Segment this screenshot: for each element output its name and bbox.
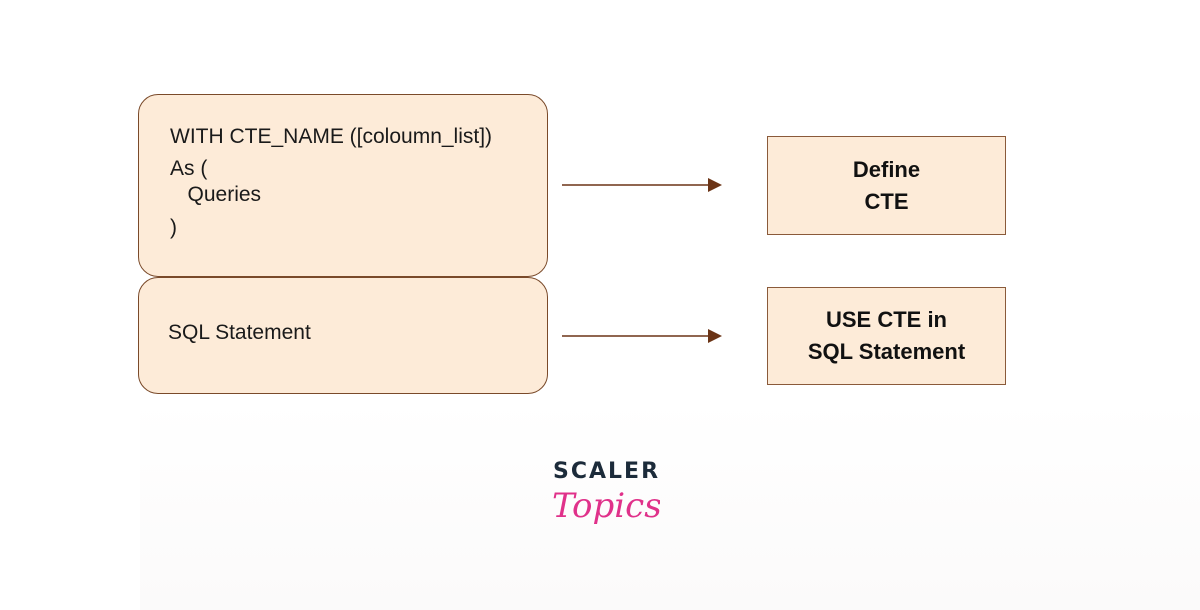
code-line-close: ) xyxy=(170,216,177,239)
code-line-with: WITH CTE_NAME ([coloumn_list]) xyxy=(170,125,493,148)
code-line-queries: Queries xyxy=(170,183,262,206)
arrow-to-define xyxy=(562,178,722,192)
cte-definition-box xyxy=(138,94,548,277)
sql-statement-label: SQL Statement xyxy=(168,321,311,344)
define-cte-line2: CTE xyxy=(864,188,909,214)
background-fade xyxy=(140,400,1200,610)
use-cte-line2: SQL Statement xyxy=(807,339,966,364)
scaler-topics-logo: SCALER Topics xyxy=(540,455,665,550)
use-cte-box: USE CTE in SQL Statement xyxy=(767,287,1006,385)
arrow-to-use xyxy=(562,329,722,343)
logo-topics-text: Topics xyxy=(552,486,660,526)
logo-topics-script: Topics xyxy=(552,486,660,526)
define-cte-line1: Define xyxy=(852,156,921,182)
define-cte-box: Define CTE xyxy=(767,136,1006,235)
logo-wordmark: SCALER xyxy=(553,459,661,484)
sql-statement-box xyxy=(138,277,548,394)
code-line-as: As ( xyxy=(170,157,208,180)
use-cte-line1: USE CTE in xyxy=(825,307,947,332)
